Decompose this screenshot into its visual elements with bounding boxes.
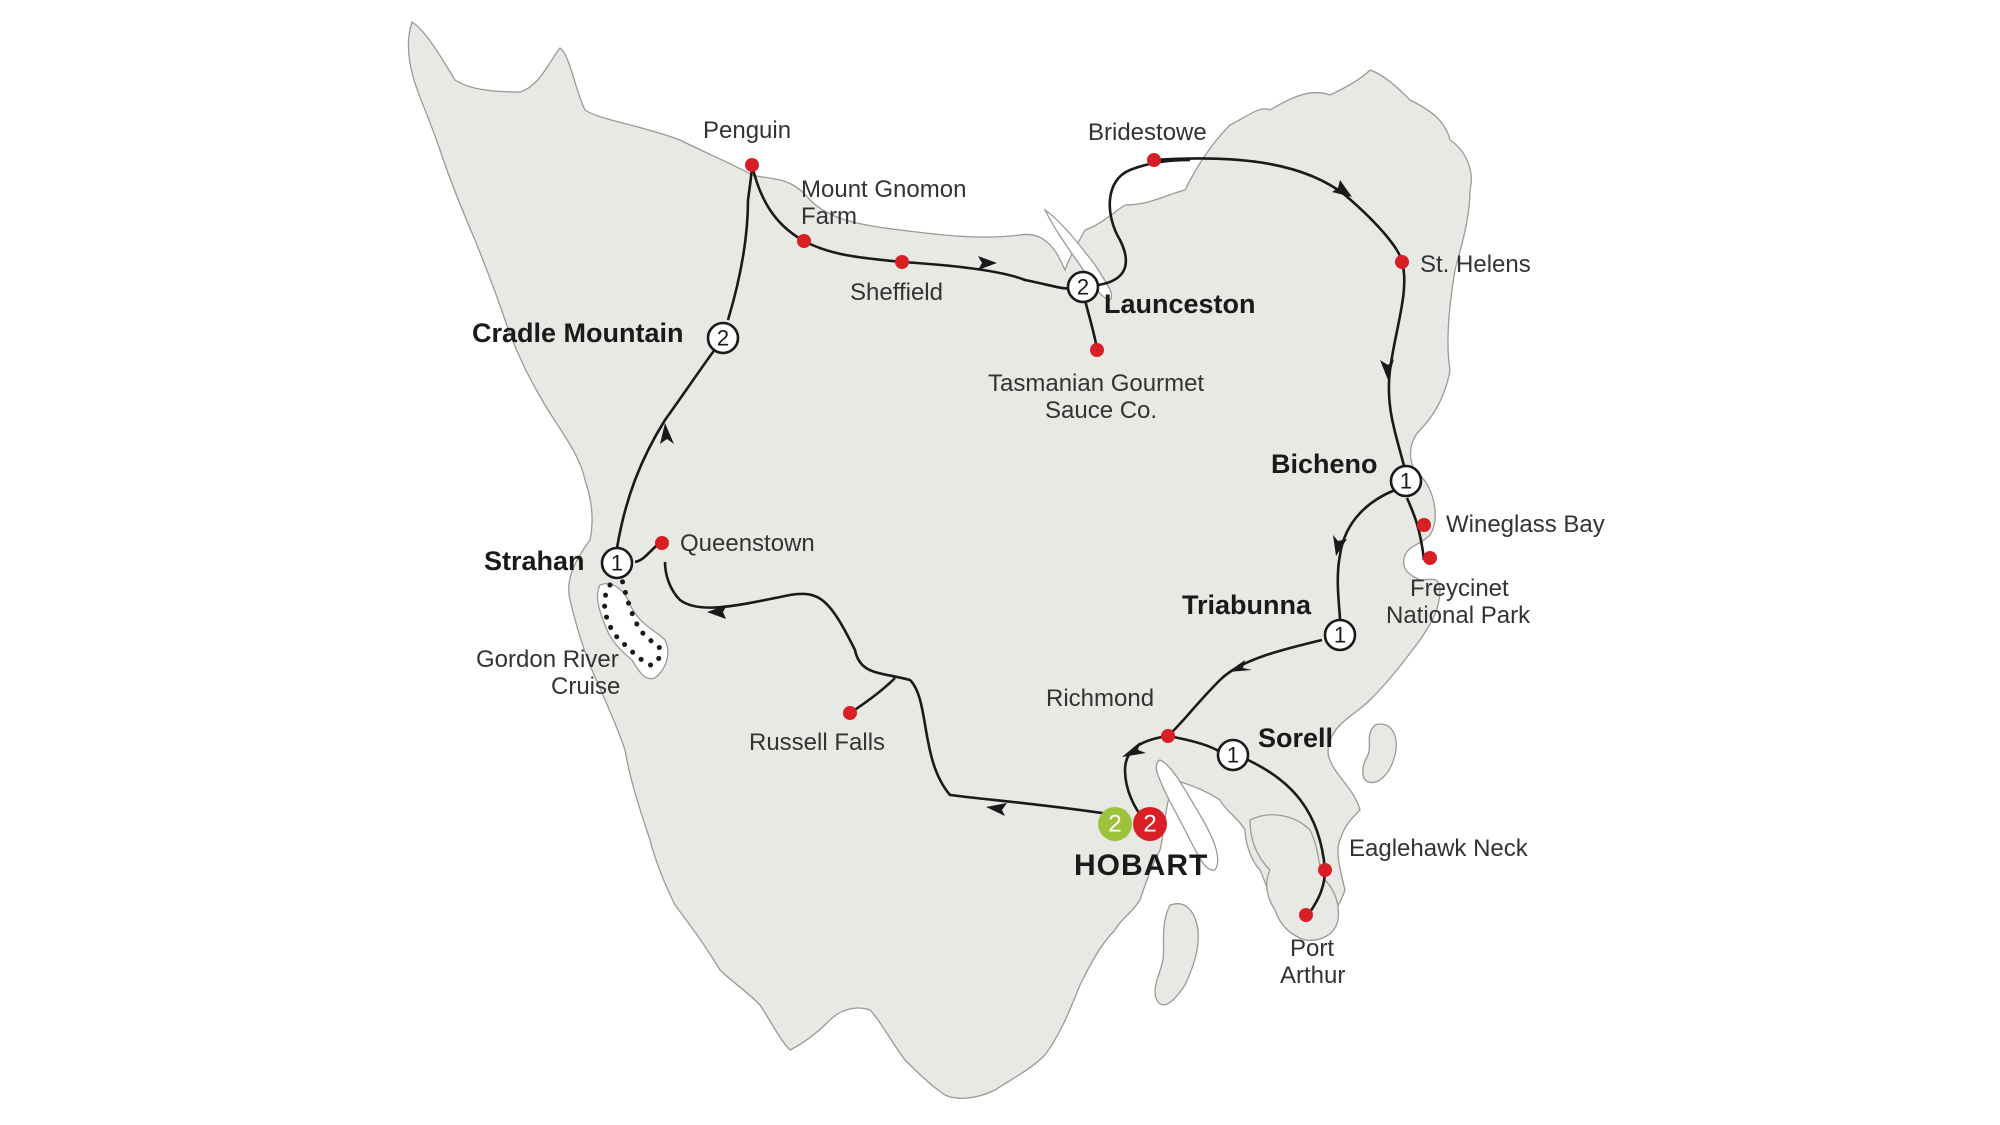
gordon-river-cruise-route [602, 577, 663, 668]
label-freycinet-1: Freycinet [1410, 575, 1509, 602]
label-bicheno: Bicheno [1271, 449, 1378, 479]
label-launceston: Launceston [1104, 289, 1256, 319]
label-hobart: HOBART [1074, 849, 1208, 882]
label-richmond: Richmond [1046, 685, 1154, 712]
label-russell-falls: Russell Falls [749, 729, 885, 756]
route-richmond-to-hobart [1123, 734, 1169, 821]
stop-marker-st-helens[interactable] [1395, 255, 1409, 269]
label-sauce-co-2: Sauce Co. [1045, 397, 1157, 424]
label-freycinet-2: National Park [1386, 602, 1531, 629]
maria-island [1362, 723, 1397, 784]
stop-marker-bridestowe[interactable] [1147, 153, 1161, 167]
route-triabunna-to-richmond [1167, 638, 1323, 737]
route-bicheno-to-triabunna [1336, 488, 1396, 621]
label-port-arthur-2: Arthur [1280, 962, 1345, 989]
stop-marker-mount-gnomon-farm[interactable] [797, 234, 811, 248]
stop-marker-eaglehawk-neck[interactable] [1318, 863, 1332, 877]
route-hobart-to-queenstown [663, 561, 1116, 817]
label-penguin: Penguin [703, 117, 791, 144]
arrow-icon [1122, 742, 1146, 757]
svg-text:1: 1 [1334, 623, 1346, 648]
stop-marker-queenstown[interactable] [655, 536, 669, 550]
stop-marker-sauce-co[interactable] [1090, 343, 1104, 357]
label-eaglehawk-neck: Eaglehawk Neck [1349, 835, 1529, 862]
stop-marker-port-arthur[interactable] [1299, 908, 1313, 922]
arrow-icon [1228, 660, 1252, 672]
stop-marker-wineglass-bay[interactable] [1417, 518, 1431, 532]
arrow-icon [660, 423, 674, 444]
derwent-river [1155, 759, 1219, 871]
hobart-end-badge[interactable]: 2 [1133, 807, 1167, 841]
macquarie-harbour [596, 583, 669, 680]
overnight-badge-cradle-mountain[interactable]: 2 [706, 321, 740, 355]
label-mount-gnomon-farm-1: Mount Gnomon [801, 176, 966, 203]
label-sheffield: Sheffield [850, 279, 943, 306]
overnight-badge-sorell[interactable]: 1 [1216, 738, 1250, 772]
overnight-badge-bicheno[interactable]: 1 [1389, 464, 1423, 498]
route-strahan-to-cradle-mountain [615, 339, 724, 549]
label-gordon-river-1: Gordon River [476, 646, 619, 673]
label-gordon-river-2: Cruise [551, 673, 620, 700]
arrow-icon [1380, 359, 1394, 380]
svg-text:2: 2 [1108, 811, 1121, 838]
svg-text:1: 1 [1400, 469, 1412, 494]
overnight-badge-triabunna[interactable]: 1 [1323, 618, 1357, 652]
stop-marker-sheffield[interactable] [895, 255, 909, 269]
arrow-icon [1332, 180, 1352, 197]
stop-marker-freycinet[interactable] [1423, 551, 1437, 565]
label-wineglass-bay: Wineglass Bay [1446, 511, 1605, 538]
label-sauce-co-1: Tasmanian Gourmet [988, 370, 1204, 397]
overnight-badge-strahan[interactable]: 1 [600, 546, 634, 580]
svg-text:2: 2 [1143, 811, 1156, 838]
route-sorell-to-port-arthur [1247, 758, 1327, 916]
hobart-start-badge[interactable]: 2 [1098, 807, 1132, 841]
stop-marker-penguin[interactable] [745, 158, 759, 172]
svg-text:2: 2 [1077, 275, 1089, 300]
label-mount-gnomon-farm-2: Farm [801, 203, 857, 230]
label-queenstown: Queenstown [680, 530, 815, 557]
stop-marker-richmond[interactable] [1161, 729, 1175, 743]
arrow-icon [978, 256, 997, 270]
svg-text:1: 1 [611, 551, 623, 576]
route-bicheno-to-freycinet [1405, 497, 1426, 561]
route-cradle-mountain-to-penguin [726, 164, 754, 321]
arrow-icon [707, 605, 727, 619]
tasman-peninsula [1249, 814, 1340, 941]
label-triabunna: Triabunna [1182, 590, 1312, 620]
svg-text:2: 2 [717, 326, 729, 351]
label-bridestowe: Bridestowe [1088, 119, 1207, 146]
label-sorell: Sorell [1258, 723, 1333, 753]
label-cradle-mountain: Cradle Mountain [472, 318, 684, 348]
label-port-arthur-1: Port [1290, 935, 1334, 962]
svg-text:1: 1 [1227, 743, 1239, 768]
stop-marker-russell-falls[interactable] [843, 706, 857, 720]
arrow-icon [1333, 535, 1347, 556]
label-strahan: Strahan [484, 546, 585, 576]
label-st-helens: St. Helens [1420, 251, 1531, 278]
overnight-badge-launceston[interactable]: 2 [1066, 270, 1100, 304]
bruny-island [1154, 903, 1199, 1006]
arrow-icon [986, 803, 1007, 816]
